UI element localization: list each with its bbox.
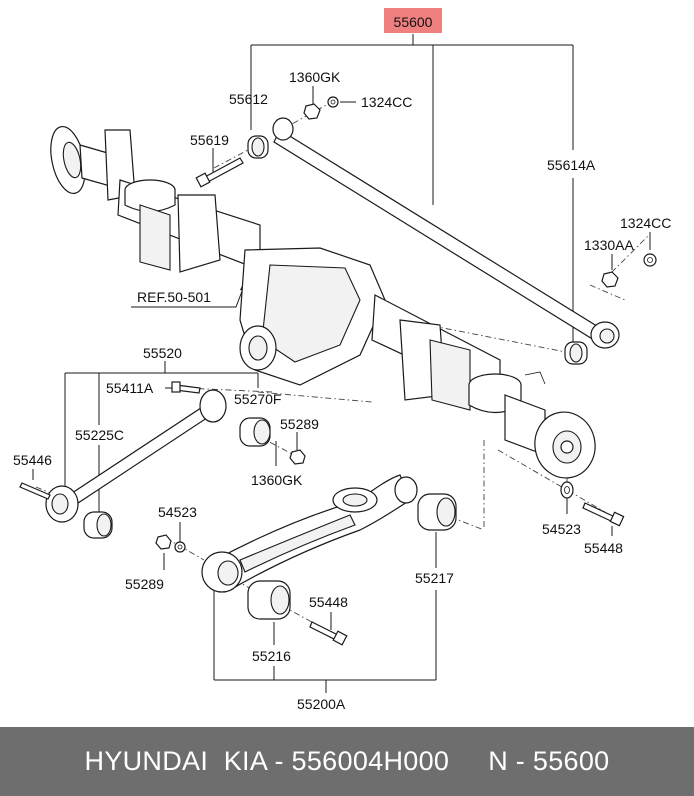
highlight-box xyxy=(384,8,442,33)
label-55619[interactable]: 55619 xyxy=(190,132,229,148)
label-ref[interactable]: REF.50-501 xyxy=(137,289,211,305)
label-55270f[interactable]: 55270F xyxy=(234,391,281,407)
label-1324cc-right[interactable]: 1324CC xyxy=(620,215,671,231)
lower-arm-55200a xyxy=(155,474,625,646)
label-main-part[interactable]: 55600 xyxy=(394,14,433,30)
label-55448-lower[interactable]: 55448 xyxy=(309,594,348,610)
upper-hardware xyxy=(195,96,657,365)
footer-text: HYUNDAI KIA - 556004H000 N - 55600 xyxy=(84,746,610,776)
label-55216[interactable]: 55216 xyxy=(252,648,291,664)
label-55289-left[interactable]: 55289 xyxy=(125,576,164,592)
label-1324cc-top[interactable]: 1324CC xyxy=(361,94,412,110)
label-55217[interactable]: 55217 xyxy=(415,570,454,586)
label-55446[interactable]: 55446 xyxy=(13,452,52,468)
label-55411a[interactable]: 55411A xyxy=(106,380,154,396)
parts-diagram: 55600 55612 1360GK 1324CC 55619 55614A 1… xyxy=(13,8,671,712)
label-55289-right[interactable]: 55289 xyxy=(280,416,319,432)
label-55612[interactable]: 55612 xyxy=(229,91,268,107)
label-1360gk-top[interactable]: 1360GK xyxy=(289,69,341,85)
label-54523-right[interactable]: 54523 xyxy=(542,521,581,537)
rear-axle-housing xyxy=(50,125,596,479)
part-labels: 55600 55612 1360GK 1324CC 55619 55614A 1… xyxy=(13,14,671,712)
lateral-rod-55614a xyxy=(272,117,620,349)
lateral-arm-55520 xyxy=(19,381,306,539)
label-1330aa[interactable]: 1330AA xyxy=(584,237,634,253)
leader-lines xyxy=(32,34,651,693)
label-55200a[interactable]: 55200A xyxy=(297,696,346,712)
label-55520[interactable]: 55520 xyxy=(143,345,182,361)
part-number-footer: HYUNDAI KIA - 556004H000 N - 55600 xyxy=(0,727,694,796)
label-1360gk-mid[interactable]: 1360GK xyxy=(251,472,303,488)
label-55614a[interactable]: 55614A xyxy=(547,157,596,173)
label-55225c[interactable]: 55225C xyxy=(75,427,124,443)
label-54523-left[interactable]: 54523 xyxy=(158,504,197,520)
label-55448-right[interactable]: 55448 xyxy=(584,540,623,556)
